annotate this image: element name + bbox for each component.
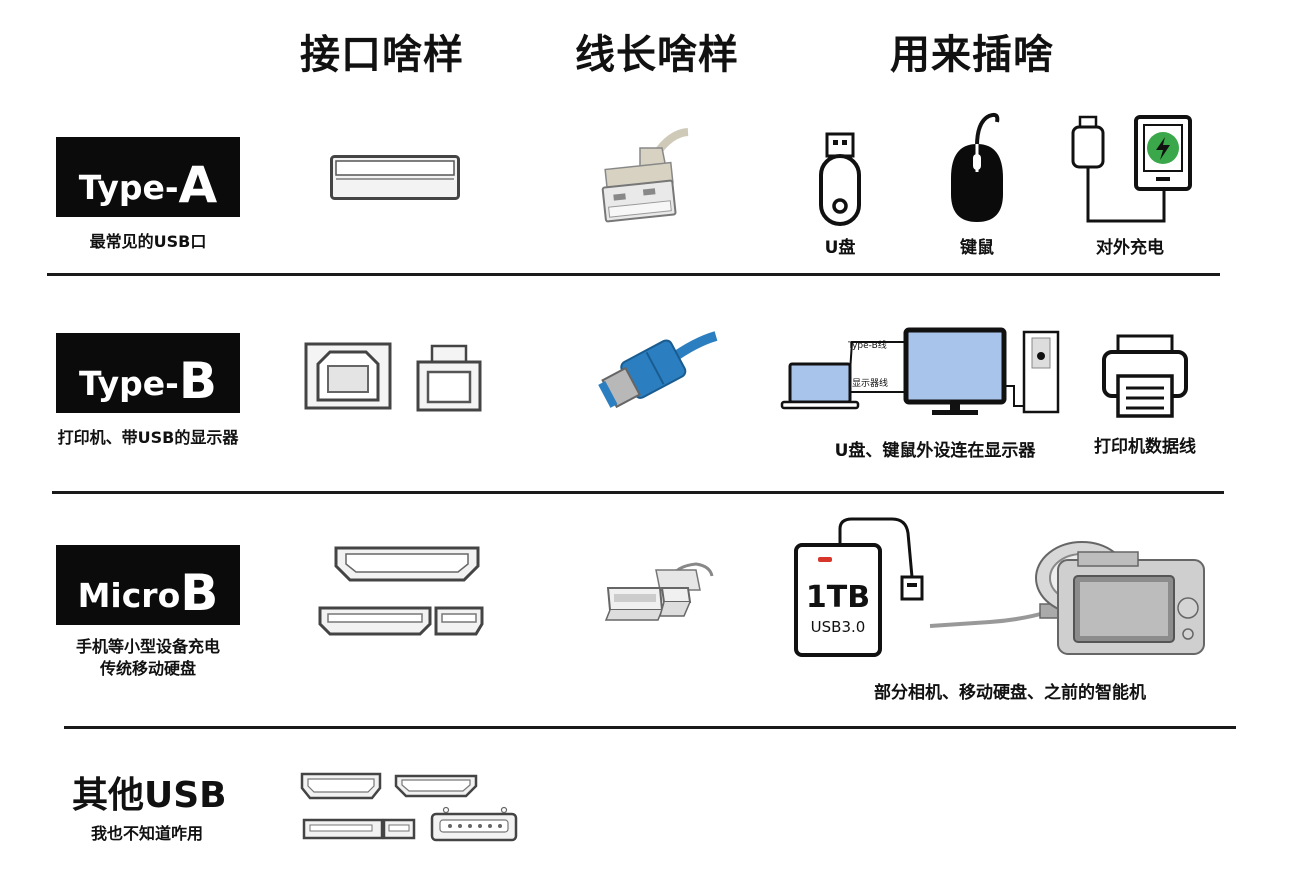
type-b-cable-label: Type-B线 <box>848 341 887 351</box>
type-a-badge: Type-A <box>56 137 240 217</box>
type-b-port-icon <box>304 342 392 410</box>
micro-b-badge: Micro B <box>56 545 240 625</box>
display-cable-label: 显示器线 <box>852 379 889 389</box>
use-external-charging-label: 对外充电 <box>1096 238 1164 258</box>
micro-b-cable-icon <box>604 562 714 621</box>
type-b-subtitle: 打印机、带USB的显示器 <box>57 428 239 447</box>
printer-icon <box>1102 334 1188 418</box>
drive-capacity-label: 1TB <box>805 580 871 615</box>
type-a-cable-icon <box>601 128 689 223</box>
type-b-cable-icon <box>598 331 718 409</box>
other-usb-subtitle: 我也不知道咋用 <box>90 824 203 843</box>
type-b-badge-prefix: Type- <box>79 364 179 403</box>
header-port-shape: 接口啥样 <box>300 32 464 78</box>
mouse-icon <box>951 112 1003 222</box>
type-a-port-icon <box>330 155 460 200</box>
type-b-badge: Type-B <box>56 333 240 413</box>
usb-drive-icon <box>819 132 861 226</box>
use-keyboard-mouse-label: 键鼠 <box>960 238 994 258</box>
header-cable-shape: 线长啥样 <box>575 32 739 78</box>
use-printer-cable-label: 打印机数据线 <box>1094 437 1196 457</box>
header-used-for: 用来插啥 <box>890 32 1054 78</box>
use-monitor-peripherals-label: U盘、键鼠外设连在显示器 <box>834 441 1036 461</box>
type-b-badge-letter: B <box>178 352 217 410</box>
use-camera-drive-phone-label: 部分相机、移动硬盘、之前的智能机 <box>874 683 1146 703</box>
micro-b-badge-letter: B <box>180 564 219 622</box>
type-a-badge-prefix: Type- <box>78 168 179 207</box>
micro-b-badge-prefix: Micro <box>77 576 181 615</box>
type-b-mini-port-icon <box>416 344 482 412</box>
use-usb-drive-label: U盘 <box>824 238 856 258</box>
row-divider <box>64 726 1236 729</box>
micro-b-usb3-port-icon <box>318 606 484 636</box>
other-usb-title: 其他USB <box>72 775 227 816</box>
other-usb-ports-icon <box>300 772 518 842</box>
row-divider <box>52 491 1224 494</box>
micro-b-subtitle-line1: 手机等小型设备充电 <box>75 637 220 656</box>
external-hard-drive-icon <box>794 517 924 657</box>
micro-b-subtitle-line2: 传统移动硬盘 <box>99 659 196 678</box>
row-divider <box>47 273 1220 276</box>
monitor-setup-diagram <box>780 327 1060 415</box>
type-a-badge-letter: A <box>178 156 218 214</box>
phone-charging-icon <box>1071 115 1192 223</box>
camera-icon <box>929 541 1205 655</box>
type-a-subtitle: 最常见的USB口 <box>89 232 207 251</box>
drive-usb-version-label: USB3.0 <box>810 618 866 636</box>
micro-b-port-icon <box>334 546 480 582</box>
